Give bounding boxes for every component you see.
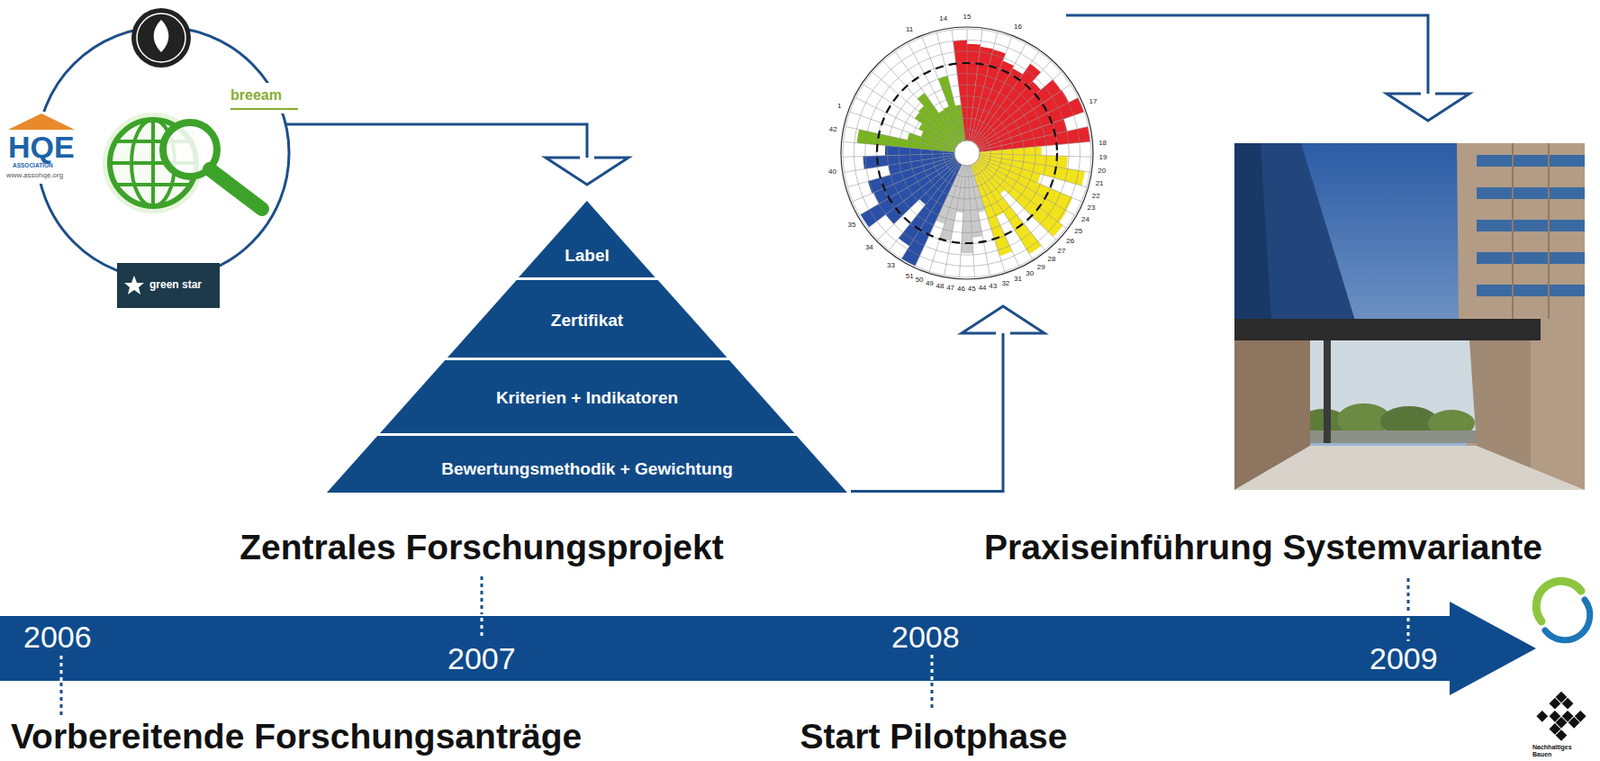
- callout-number: 27: [1057, 247, 1066, 255]
- year-label: 2006: [23, 621, 92, 652]
- timeline-tick: [480, 617, 484, 640]
- callout-number: 31: [1013, 275, 1022, 283]
- flow-arrow: [1066, 15, 1470, 121]
- certification-logo-circle: breeamHQEASSOCIATIONwww.assohqe.orggreen…: [35, 25, 291, 281]
- callout-number: 50: [915, 276, 924, 284]
- logo-text: breeam: [230, 88, 282, 103]
- callout-number: 51: [905, 272, 914, 281]
- callout-number: 45: [967, 285, 977, 293]
- milestone-label: Zentrales Forschungsprojekt: [239, 529, 724, 567]
- nb-logo: [1536, 691, 1586, 742]
- callout-number: 33: [886, 262, 895, 270]
- callout-number: 22: [1092, 192, 1101, 200]
- logo-text: HQE: [8, 131, 75, 163]
- pyramid-shape: [518, 200, 656, 278]
- year-label: 2008: [891, 621, 960, 652]
- timeline-tick: [1407, 617, 1411, 642]
- callout-number: 24: [1081, 216, 1090, 224]
- pyramid-level: Bewertungsmethodik + Gewichtung: [326, 435, 848, 493]
- callout-number: 49: [925, 280, 934, 288]
- callout-number: 35: [847, 221, 856, 229]
- callout-number: 29: [1037, 263, 1046, 272]
- logo-text: ASSOCIATION: [12, 162, 54, 170]
- pyramid-label: Kriterien + Indikatoren: [496, 388, 678, 407]
- year-label: 2007: [447, 642, 516, 674]
- timeline-tick: [60, 655, 64, 681]
- callout-number: 47: [946, 284, 955, 292]
- callout-number: 46: [957, 285, 966, 293]
- callout-number: 15: [963, 13, 972, 21]
- logo-caption: Nachhaltiges Bauen: [1532, 743, 1580, 759]
- dgnb-logo: [1536, 580, 1591, 641]
- logo-text: www.assohqe.org: [6, 171, 64, 180]
- timeline-arrow: [0, 601, 1537, 696]
- pyramid-level: Kriterien + Indikatoren: [379, 360, 795, 434]
- criteria-wheel: 15 16 17 18 19 20 21 22 23 24 2526272829303132 4344…: [818, 4, 1116, 302]
- callout-number: 21: [1095, 180, 1104, 188]
- callout-number: 44: [978, 284, 987, 292]
- callout-number: 28: [1048, 255, 1057, 263]
- year-label: 2009: [1369, 642, 1438, 674]
- milestone-label: Start Pilotphase: [800, 718, 1068, 756]
- timeline-tick: [931, 654, 934, 681]
- callout-number: 48: [935, 282, 944, 290]
- callout-number: 1: [837, 102, 841, 110]
- callout-number: 23: [1086, 204, 1095, 212]
- pyramid-level: Label: [518, 200, 656, 278]
- callout-number: 11: [905, 26, 913, 34]
- building-photo: [1234, 143, 1585, 490]
- callout-number: 32: [1001, 280, 1010, 288]
- callout-number: 40: [828, 168, 837, 176]
- callout-number: 26: [1066, 237, 1075, 245]
- callout-number: 42: [829, 126, 838, 134]
- timeline-band: 2006 2007 2008 2009: [0, 601, 1537, 696]
- flow-arrow: [285, 124, 629, 185]
- callout-number: 19: [1098, 153, 1107, 162]
- milestone-label: Praxiseinführung Systemvariante: [984, 529, 1543, 567]
- flow-arrow: [850, 306, 1045, 492]
- pyramid-level: Zertifikat: [447, 280, 727, 358]
- callout-number: 20: [1097, 167, 1106, 175]
- pyramid-label: Zertifikat: [551, 311, 624, 329]
- callout-number: 34: [865, 244, 874, 252]
- milestone-label: Vorbereitende Forschungsanträge: [10, 718, 582, 756]
- pyramid-label: Label: [564, 246, 610, 264]
- callout-number: 25: [1074, 227, 1083, 236]
- callout-number: 17: [1089, 98, 1098, 106]
- pyramid-label: Bewertungsmethodik + Gewichtung: [441, 460, 733, 478]
- criteria-wheel-chart: [818, 4, 1116, 302]
- callout-number: 16: [1013, 23, 1022, 31]
- callout-number: 14: [939, 15, 948, 23]
- callout-number: 43: [988, 282, 997, 290]
- callout-number: 30: [1025, 270, 1034, 278]
- logo-text: green star: [149, 279, 202, 290]
- callout-number: 18: [1098, 139, 1107, 147]
